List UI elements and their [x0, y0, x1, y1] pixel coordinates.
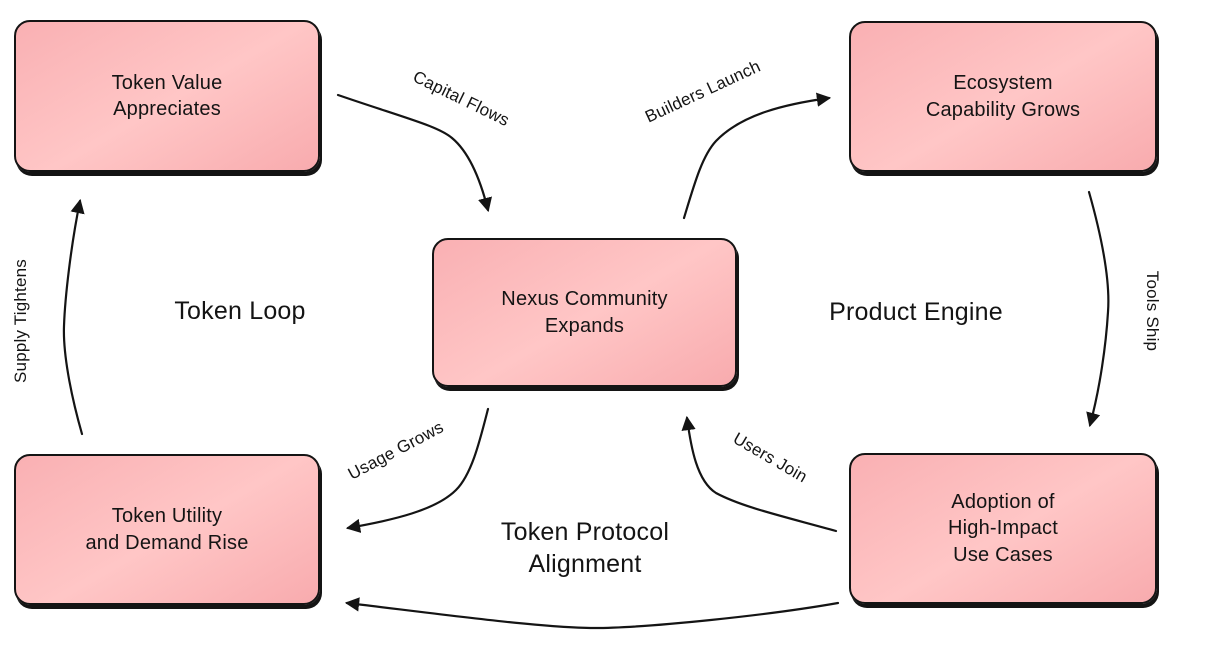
region-label-product-engine: Product Engine — [829, 298, 1003, 326]
node-label: Ecosystem Capability Grows — [925, 72, 1081, 121]
node-label: Token Utility and Demand Rise — [85, 505, 249, 554]
edge-label-supply-tightens: Supply Tightens — [11, 259, 30, 383]
edge-label-builders-launch: Builders Launch — [642, 56, 764, 127]
node-token-utility-and-demand-rise: Token Utility and Demand Rise — [14, 454, 320, 605]
edge-label-capital-flows: Capital Flows — [410, 67, 513, 131]
node-label: Adoption of High-Impact Use Cases — [947, 490, 1058, 566]
node-adoption-of-high-impact-use-cases: Adoption of High-Impact Use Cases — [849, 453, 1157, 604]
edge-label-users-join: Users Join — [729, 428, 811, 487]
node-nexus-community-expands: Nexus Community Expands — [432, 238, 737, 387]
arrow-adoption-to-utility — [344, 597, 840, 630]
edge-label-usage-grows: Usage Grows — [344, 417, 447, 484]
region-label-token-protocol-alignment: Token Protocol Alignment — [500, 518, 670, 578]
arrow-users-join — [681, 415, 838, 533]
edge-label-tools-ship: Tools Ship — [1143, 270, 1162, 352]
node-label: Token Value Appreciates — [111, 71, 223, 120]
arrow-builders-launch — [682, 92, 832, 220]
node-label: Nexus Community Expands — [501, 288, 668, 337]
node-token-value-appreciates: Token Value Appreciates — [14, 20, 320, 172]
region-label-token-loop: Token Loop — [174, 297, 306, 325]
arrow-tools-ship — [1086, 190, 1110, 428]
arrow-supply-tightens — [62, 198, 85, 436]
node-ecosystem-capability-grows: Ecosystem Capability Grows — [849, 21, 1157, 172]
